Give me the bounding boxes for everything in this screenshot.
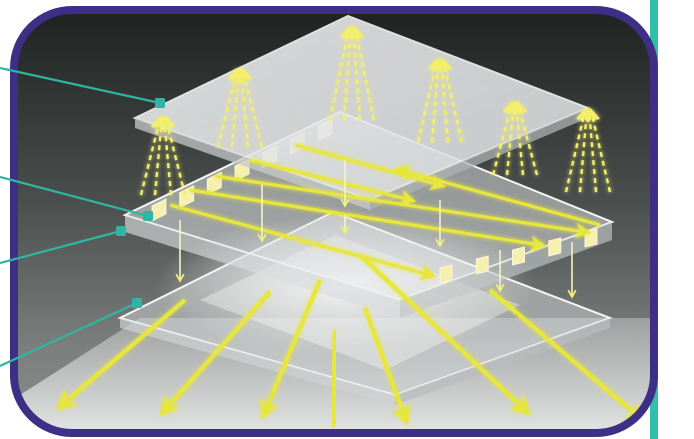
- reflected-light-arrow-icon: [342, 25, 358, 121]
- solid-light-arrow-icon: [393, 164, 601, 227]
- reflected-light-arrow-icon: [350, 26, 376, 121]
- solid-light-arrow-icon: [55, 298, 187, 411]
- reflected-light-arrow-icon: [438, 58, 464, 143]
- solid-light-arrow-icon: [249, 158, 417, 206]
- led-chip-icon: [584, 228, 598, 248]
- reflected-light-arrows: [139, 25, 612, 196]
- solid-light-arrow-icon: [323, 329, 344, 428]
- solid-light-arrow-icon: [189, 188, 547, 252]
- callout-marker-icon: [155, 98, 165, 108]
- solid-light-arrow-icon: [169, 203, 437, 281]
- reflected-light-arrow-icon: [564, 108, 590, 193]
- reflected-light-arrow-icon: [139, 116, 165, 196]
- callout-leaders: [0, 66, 161, 367]
- reflected-light-arrow-icon: [430, 57, 445, 143]
- solid-light-arrow-icon: [363, 307, 411, 426]
- solid-light-arrow-icon: [294, 143, 447, 191]
- reflected-light-arrow-icon: [583, 107, 598, 193]
- callout-diffuser: [0, 302, 138, 367]
- reflected-light-arrow-icon: [230, 67, 245, 148]
- reflected-light-arrow-icon: [491, 101, 517, 176]
- output-light-arrows: [55, 253, 647, 428]
- solid-light-arrow-icon: [488, 288, 647, 424]
- diagram-frame: [10, 6, 658, 437]
- reflected-light-arrow-icon: [435, 57, 450, 143]
- callout-marker-icon: [143, 211, 153, 221]
- transmission-arrows: [175, 160, 577, 299]
- callout-light-guide: [0, 175, 149, 218]
- callout-marker-icon: [132, 298, 142, 308]
- reflected-light-arrow-icon: [586, 108, 612, 193]
- reflected-light-arrow-icon: [238, 68, 264, 148]
- reflected-light-arrow-icon: [161, 116, 187, 196]
- led-chip-icon: [512, 246, 525, 266]
- reflected-light-arrow-icon: [513, 101, 539, 176]
- light-guide-arrows: [169, 143, 601, 281]
- reflected-light-arrow-icon: [416, 58, 442, 143]
- led-chip-icon: [548, 237, 562, 257]
- solid-light-arrow-icon: [358, 253, 531, 416]
- reflected-light-arrow-icon: [510, 100, 525, 176]
- callout-markers: [116, 98, 165, 308]
- reflected-light-arrow-icon: [216, 68, 242, 148]
- solid-light-arrow-icon: [260, 279, 322, 420]
- callout-marker-icon: [116, 226, 126, 236]
- led-chip-icon: [439, 264, 453, 284]
- reflected-light-arrow-icon: [235, 67, 250, 148]
- reflected-light-arrow-icon: [328, 26, 354, 121]
- reflected-light-arrow-icon: [346, 25, 362, 121]
- callout-reflector: [0, 66, 161, 105]
- led-chip-icon: [475, 255, 489, 275]
- callout-led-strip: [0, 229, 122, 265]
- reflected-light-arrow-icon: [505, 100, 520, 176]
- reflected-light-arrow-icon: [153, 115, 168, 196]
- reflected-light-arrow-icon: [158, 115, 173, 196]
- reflected-light-arrow-icon: [578, 107, 593, 193]
- solid-light-arrow-icon: [159, 290, 272, 416]
